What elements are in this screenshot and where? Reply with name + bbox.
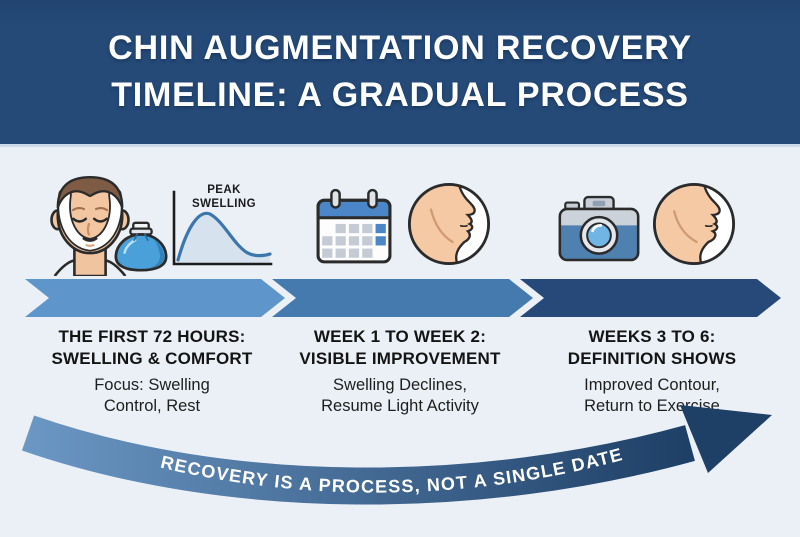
stage-1-detail: Focus: Swelling Control, Rest xyxy=(94,376,210,416)
peak-swelling-label: PEAK SWELLING xyxy=(192,184,256,210)
stage-text-column-1: THE FIRST 72 HOURS: SWELLING & COMFORT F… xyxy=(28,326,276,417)
stage-1-heading: THE FIRST 72 HOURS: SWELLING & COMFORT xyxy=(51,327,253,369)
timeline-arrow-band xyxy=(0,276,800,322)
swoosh-arrowhead-icon xyxy=(680,405,772,473)
swelling-curve-chart xyxy=(168,190,274,270)
stage-2-heading: WEEK 1 TO WEEK 2: VISIBLE IMPROVEMENT xyxy=(299,327,501,369)
recovery-banner-arrow: RECOVERY IS A PROCESS, NOT A SINGLE DATE xyxy=(0,403,800,537)
chin-profile-icon-2 xyxy=(649,179,739,269)
stage-chevron-3 xyxy=(520,279,781,317)
page-title: CHIN AUGMENTATION RECOVERY TIMELINE: A G… xyxy=(108,25,692,119)
stage-text-column-3: WEEKS 3 TO 6: DEFINITION SHOWS Improved … xyxy=(525,326,779,417)
face-compression-garment-icon xyxy=(40,172,140,276)
camera-icon xyxy=(558,194,640,264)
title-line-1: CHIN AUGMENTATION RECOVERY xyxy=(108,29,692,68)
stage-chevron-2 xyxy=(272,279,533,317)
stage-3-heading: WEEKS 3 TO 6: DEFINITION SHOWS xyxy=(567,327,737,369)
swoosh-ribbon xyxy=(21,415,695,505)
chin-profile-icon xyxy=(404,179,494,269)
stage-text-column-2: WEEK 1 TO WEEK 2: VISIBLE IMPROVEMENT Sw… xyxy=(270,326,530,417)
stage-2-detail: Swelling Declines, Resume Light Activity xyxy=(321,376,479,416)
calendar-icon xyxy=(315,188,393,266)
title-line-2: TIMELINE: A GRADUAL PROCESS xyxy=(111,76,689,114)
ice-pack-icon xyxy=(112,220,170,274)
header-banner: CHIN AUGMENTATION RECOVERY TIMELINE: A G… xyxy=(0,0,800,147)
stage-chevron-1 xyxy=(25,279,285,317)
